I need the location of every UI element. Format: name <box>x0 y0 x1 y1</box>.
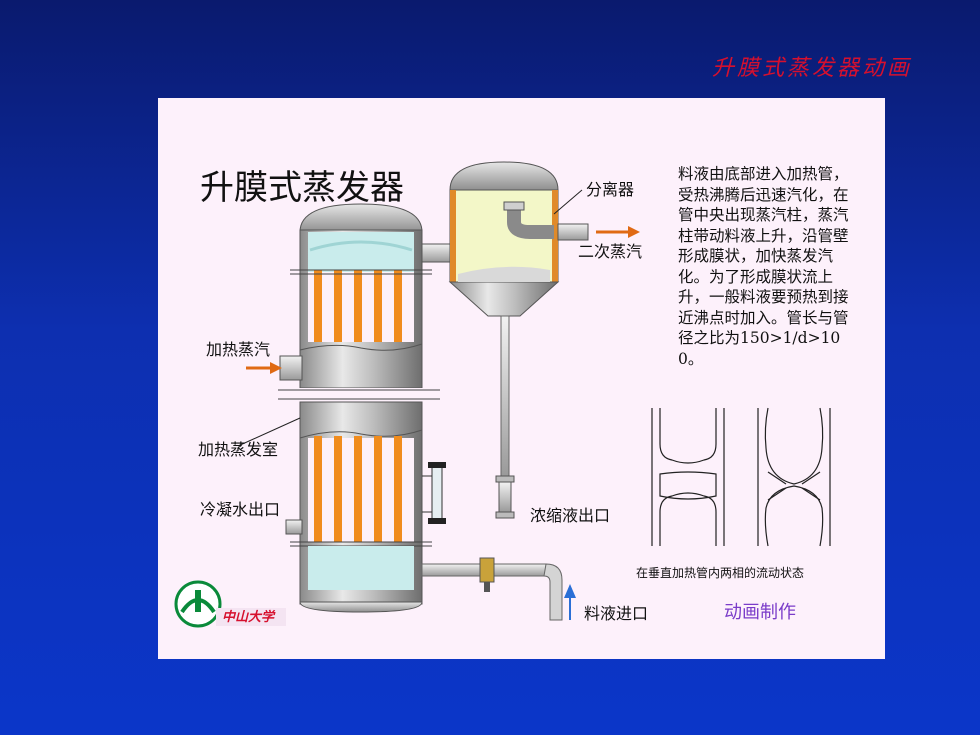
heating-steam-label: 加热蒸汽 <box>206 340 271 359</box>
feed-pipe <box>421 557 563 621</box>
separator-vessel <box>448 161 589 519</box>
animation-button[interactable]: 动画制作 <box>724 602 796 623</box>
evaporator-diagram <box>174 161 831 628</box>
secondary-steam-arrow <box>596 226 640 238</box>
evaporator-column <box>278 203 440 613</box>
heating-tubes-upper <box>314 270 402 342</box>
flow-state-caption: 在垂直加热管内两相的流动状态 <box>636 566 805 580</box>
heating-tubes-lower <box>314 436 402 542</box>
secondary-steam-label: 二次蒸汽 <box>578 242 643 261</box>
slide-title: 升膜式蒸发器动画 <box>712 56 913 81</box>
flow-state-illustration <box>651 407 831 547</box>
description-text: 料液由底部进入加热管，受热沸腾后迅速汽化，在管中央出现蒸汽柱，蒸汽柱带动料液上升… <box>678 165 849 368</box>
diagram-title: 升膜式蒸发器 <box>200 168 404 208</box>
feed-inlet-label: 料液进口 <box>584 604 649 623</box>
university-name: 中山大学 <box>222 610 275 625</box>
separator-label: 分离器 <box>586 180 635 199</box>
heating-steam-arrow <box>246 362 282 374</box>
concentrate-outlet-label: 浓缩液出口 <box>530 506 611 525</box>
feed-inlet-arrow <box>564 584 576 620</box>
sight-glass <box>422 462 446 524</box>
university-logo-icon <box>174 580 286 628</box>
diagram-panel: 升膜式蒸发器 分离器 二次蒸汽 加热蒸汽 加热蒸发室 冷凝水出口 浓缩液出口 料… <box>158 98 885 659</box>
heating-chamber-label: 加热蒸发室 <box>198 440 279 459</box>
condensate-outlet-label: 冷凝水出口 <box>200 500 281 519</box>
